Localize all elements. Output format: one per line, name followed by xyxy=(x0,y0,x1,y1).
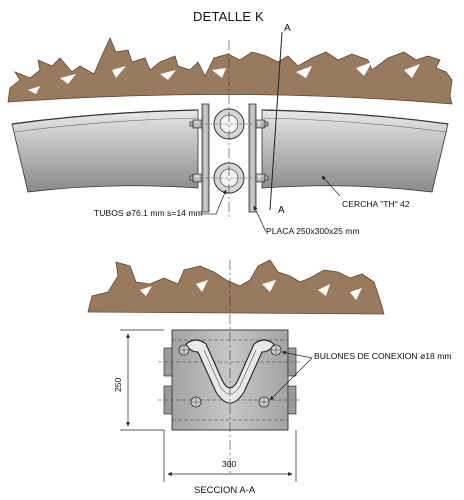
leader-bulones-1 xyxy=(281,350,313,359)
leader-bulones-2 xyxy=(269,357,313,401)
section-title: SECCION A-A xyxy=(194,485,256,496)
leader-placa xyxy=(253,205,267,233)
label-tubos: TUBOS ø76.1 mm s=14 mm xyxy=(94,208,203,218)
rock-cracks xyxy=(28,62,420,94)
dimension-width xyxy=(163,430,297,482)
connection-plate-right xyxy=(248,103,257,213)
th-profile xyxy=(185,339,275,404)
rock-profile-top xyxy=(7,37,453,105)
section-bolts xyxy=(178,344,282,408)
dimension-height-label: 250 xyxy=(113,377,123,392)
detail-title: DETALLE K xyxy=(193,9,264,24)
section-mark-bottom: A xyxy=(278,205,285,216)
label-placa: PLACA 250x300x25 mm xyxy=(266,226,360,236)
label-cercha: CERCHA "TH" 42 xyxy=(342,199,410,209)
leader-cercha xyxy=(321,175,341,197)
section-aa-view xyxy=(87,259,385,482)
section-mark-top: A xyxy=(284,23,291,34)
label-bulones: BULONES DE CONEXION ø18 mm xyxy=(314,351,452,361)
rock-cracks-bottom xyxy=(140,280,362,300)
section-cut-line xyxy=(269,31,283,211)
connection-plate-left xyxy=(201,103,210,213)
rock-profile-bottom xyxy=(87,259,385,315)
dimension-height xyxy=(120,329,164,431)
detail-k-view xyxy=(7,31,453,233)
dimension-width-label: 300 xyxy=(222,459,237,469)
